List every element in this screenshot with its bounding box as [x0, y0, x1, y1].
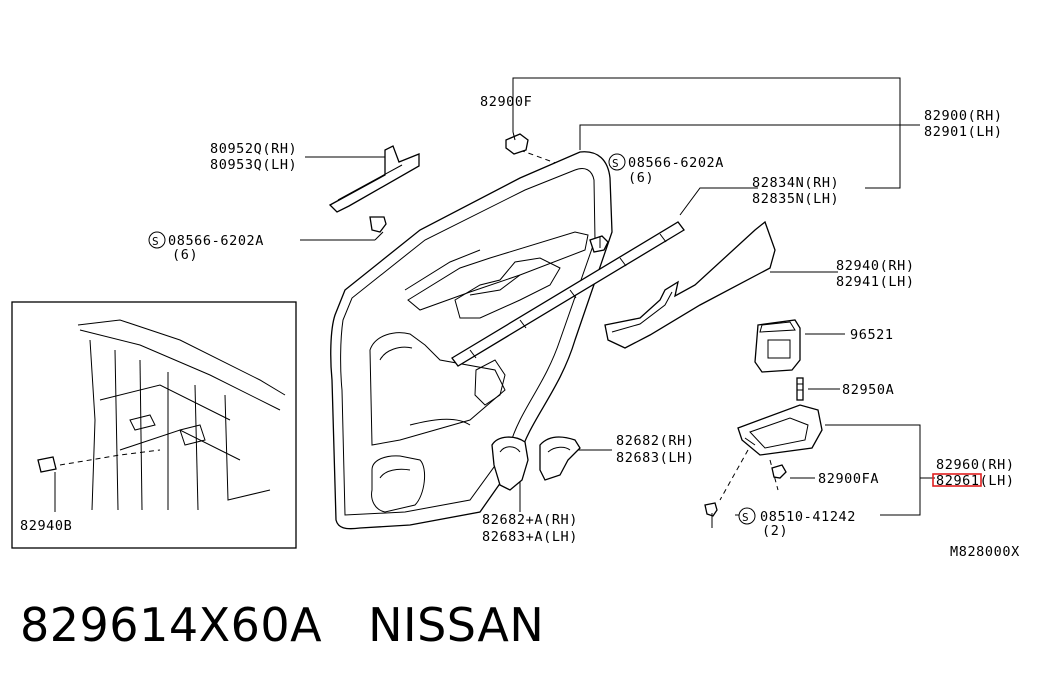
- handle-82682: [491, 436, 581, 491]
- caption-part-number: 829614X60A: [20, 598, 323, 652]
- bracket-80952q: [328, 145, 420, 233]
- label-82940b: 82940B: [20, 518, 72, 534]
- s-symbols: S S S: [148, 153, 756, 525]
- leader-lines: [300, 77, 935, 516]
- label-08566-left-qty: (6): [172, 247, 198, 263]
- part-labels: 82900F 82900(RH) 82901(LH) 80952Q(RH) 80…: [20, 94, 1020, 560]
- label-82900f: 82900F: [480, 94, 532, 110]
- inset-detail: [11, 301, 297, 549]
- screw-82950a: [796, 377, 804, 401]
- label-08566-top: 08566-6202A: [628, 155, 724, 171]
- clip-82900f: [505, 131, 529, 155]
- armrest-82940: [604, 220, 776, 349]
- finisher-82960: [704, 404, 823, 528]
- caption: 829614X60A NISSAN: [20, 598, 544, 652]
- label-82961-lh: 82961(LH): [936, 473, 1015, 489]
- label-82941-lh: 82941(LH): [836, 274, 915, 290]
- strip-82834n: [451, 221, 685, 367]
- label-82960-rh: 82960(RH): [936, 457, 1015, 473]
- label-82834n-rh: 82834N(RH): [752, 175, 839, 191]
- s-symbol-top: S: [612, 157, 619, 170]
- label-08566-top-qty: (6): [628, 170, 654, 186]
- label-82682a-rh: 82682+A(RH): [482, 512, 578, 528]
- label-82940-rh: 82940(RH): [836, 258, 915, 274]
- label-82950a: 82950A: [842, 382, 894, 398]
- label-08510-qty: (2): [762, 523, 788, 539]
- door-trim-panel: [330, 151, 613, 530]
- highlight-82961-box: [932, 473, 982, 487]
- label-80952q-rh: 80952Q(RH): [210, 141, 297, 157]
- s-symbol-bottom: S: [742, 511, 749, 524]
- label-82900-rh: 82900(RH): [924, 108, 1003, 124]
- label-80953q-lh: 80953Q(LH): [210, 157, 297, 173]
- label-82683a-lh: 82683+A(LH): [482, 529, 578, 545]
- caption-brand: NISSAN: [368, 598, 545, 652]
- reference-code: M828000X: [950, 544, 1020, 560]
- label-82901-lh: 82901(LH): [924, 124, 1003, 140]
- label-82683-lh: 82683(LH): [616, 450, 695, 466]
- label-82835n-lh: 82835N(LH): [752, 191, 839, 207]
- label-08566-left: 08566-6202A: [168, 233, 264, 249]
- label-08510: 08510-41242: [760, 509, 856, 525]
- label-96521: 96521: [850, 327, 894, 343]
- screw-08566-top: [589, 235, 609, 253]
- switch-96521: [754, 319, 801, 373]
- label-82682-rh: 82682(RH): [616, 433, 695, 449]
- label-82900fa: 82900FA: [818, 471, 879, 487]
- s-symbol-left: S: [152, 235, 159, 248]
